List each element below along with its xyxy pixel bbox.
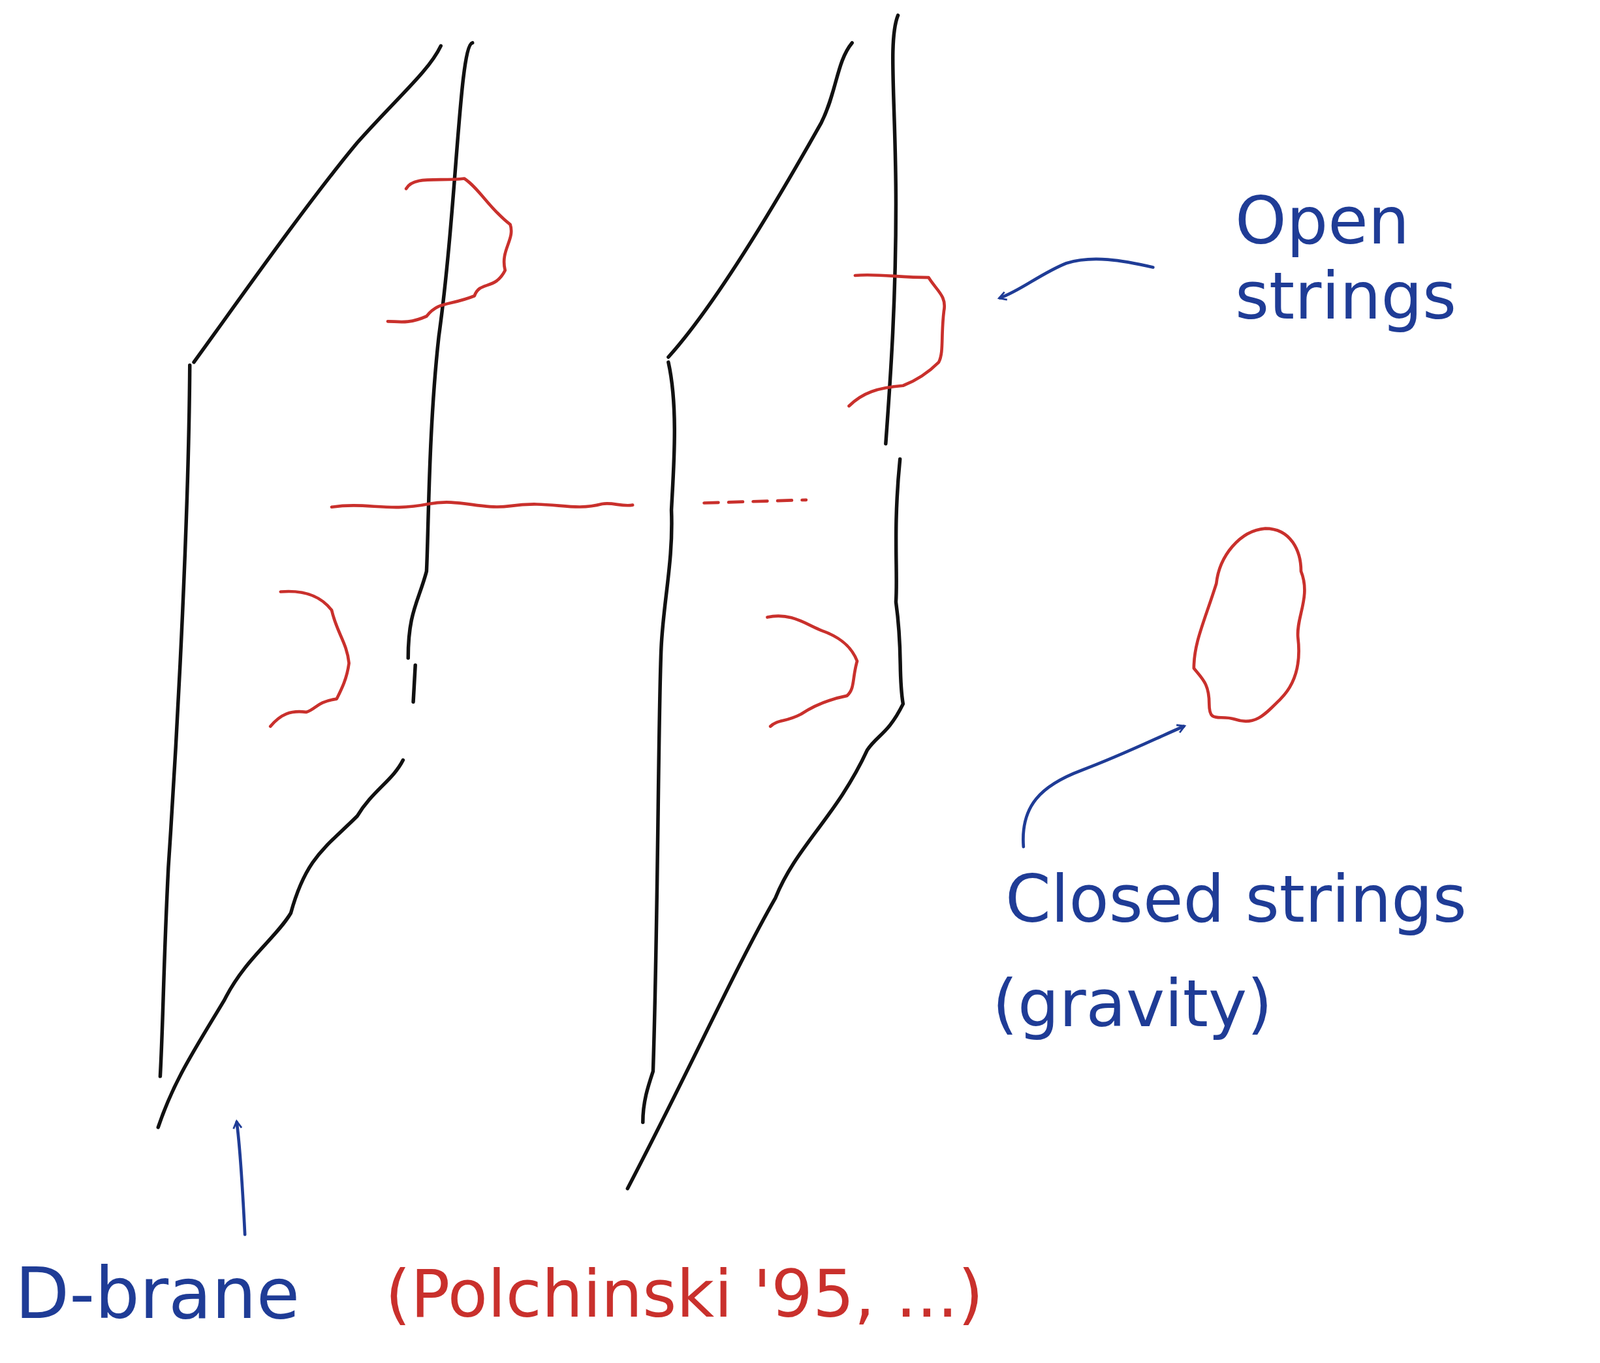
leader-arrows bbox=[236, 259, 1185, 1235]
brane-sheets bbox=[157, 15, 903, 1189]
d-brane-label: D-brane bbox=[15, 1253, 300, 1335]
strings bbox=[270, 178, 1305, 727]
closed-strings-label: Closed strings bbox=[1005, 861, 1467, 937]
gravity-label: (gravity) bbox=[992, 966, 1273, 1042]
citation-label: (Polchinski '95, ...) bbox=[385, 1256, 984, 1332]
open-strings-label: Open strings bbox=[1235, 183, 1562, 334]
